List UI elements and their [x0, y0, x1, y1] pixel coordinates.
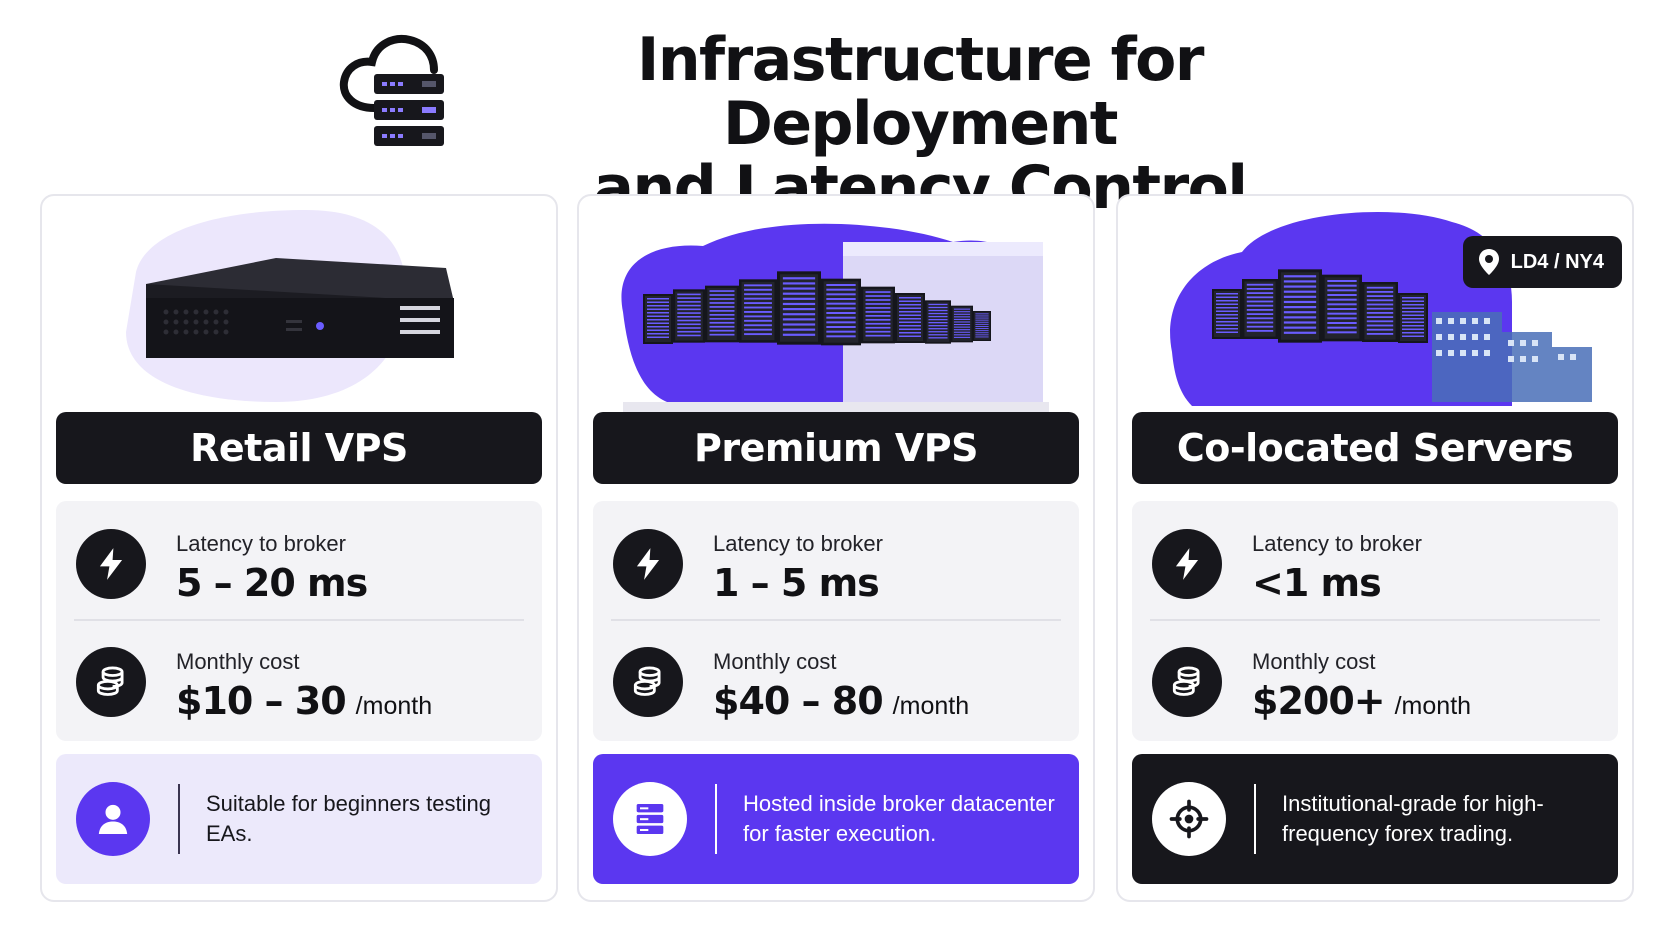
cost-stat: Monthly cost $200+ /month	[1132, 627, 1618, 737]
note-separator	[715, 784, 717, 854]
page-title: Infrastructure for Deployment and Latenc…	[470, 28, 1370, 220]
note-text: Institutional-grade for high-frequency f…	[1282, 791, 1544, 846]
stats-panel: Latency to broker <1 ms Monthly cost $20…	[1132, 501, 1618, 741]
cloud-server-icon	[339, 35, 444, 146]
latency-stat: Latency to broker 1 – 5 ms	[593, 509, 1079, 619]
cost-unit: /month	[1394, 692, 1472, 720]
header: Infrastructure for Deployment and Latenc…	[0, 22, 1672, 220]
cost-stat: Monthly cost $10 – 30/month	[56, 627, 542, 737]
user-icon	[76, 782, 150, 856]
cost-value-row: $40 – 80/month	[713, 679, 969, 723]
hero-image-premium-vps	[593, 202, 1079, 412]
note-text: Suitable for beginners testing EAs.	[206, 791, 491, 846]
note-text: Hosted inside broker datacenter for fast…	[743, 791, 1055, 846]
cost-unit: /month	[892, 692, 970, 720]
map-pin-icon	[1478, 249, 1499, 275]
cost-label: Monthly cost	[1252, 649, 1376, 674]
latency-value: <1 ms	[1252, 561, 1382, 605]
latency-stat: Latency to broker <1 ms	[1132, 509, 1618, 619]
lightning-icon	[1152, 529, 1222, 599]
cost-value-row: $200+ /month	[1252, 679, 1471, 723]
cost-unit: /month	[355, 692, 433, 720]
latency-label: Latency to broker	[713, 531, 883, 556]
latency-label: Latency to broker	[1252, 531, 1422, 556]
note-panel: Institutional-grade for high-frequency f…	[1132, 754, 1618, 884]
cost-value: $10 – 30	[176, 679, 347, 723]
cost-stat: Monthly cost $40 – 80/month	[593, 627, 1079, 737]
cost-value: $200+	[1252, 679, 1386, 723]
stats-panel: Latency to broker 5 – 20 ms Monthly cost…	[56, 501, 542, 741]
latency-label: Latency to broker	[176, 531, 346, 556]
tier-title: Premium VPS	[593, 412, 1079, 484]
note-panel: Hosted inside broker datacenter for fast…	[593, 754, 1079, 884]
location-badge-label: LD4 / NY4	[1510, 250, 1604, 273]
coins-icon	[1152, 647, 1222, 717]
tier-title: Retail VPS	[56, 412, 542, 484]
server-stack-icon	[613, 782, 687, 856]
cost-label: Monthly cost	[176, 649, 300, 674]
note-panel: Suitable for beginners testing EAs.	[56, 754, 542, 884]
target-icon	[1152, 782, 1226, 856]
latency-value: 5 – 20 ms	[176, 561, 368, 605]
cost-value-row: $10 – 30/month	[176, 679, 432, 723]
location-badge: LD4 / NY4	[1462, 236, 1622, 288]
coins-icon	[76, 647, 146, 717]
hero-image-retail-vps	[56, 202, 542, 412]
cost-value: $40 – 80	[713, 679, 884, 723]
hero-image-co-located-servers	[1132, 202, 1618, 412]
cost-label: Monthly cost	[713, 649, 837, 674]
lightning-icon	[613, 529, 683, 599]
card-premium-vps: Premium VPS Latency to broker 1 – 5 ms M…	[577, 194, 1095, 902]
latency-value: 1 – 5 ms	[713, 561, 880, 605]
card-co-located-servers: LD4 / NY4 Co-located Servers Latency to …	[1116, 194, 1634, 902]
lightning-icon	[76, 529, 146, 599]
tier-title: Co-located Servers	[1132, 412, 1618, 484]
stat-divider	[611, 619, 1061, 621]
note-separator	[1254, 784, 1256, 854]
stat-divider	[74, 619, 524, 621]
note-separator	[178, 784, 180, 854]
stats-panel: Latency to broker 1 – 5 ms Monthly cost …	[593, 501, 1079, 741]
stat-divider	[1150, 619, 1600, 621]
title-line-1: Infrastructure for Deployment	[637, 25, 1204, 159]
coins-icon	[613, 647, 683, 717]
latency-stat: Latency to broker 5 – 20 ms	[56, 509, 542, 619]
card-retail-vps: Retail VPS Latency to broker 5 – 20 ms M…	[40, 194, 558, 902]
